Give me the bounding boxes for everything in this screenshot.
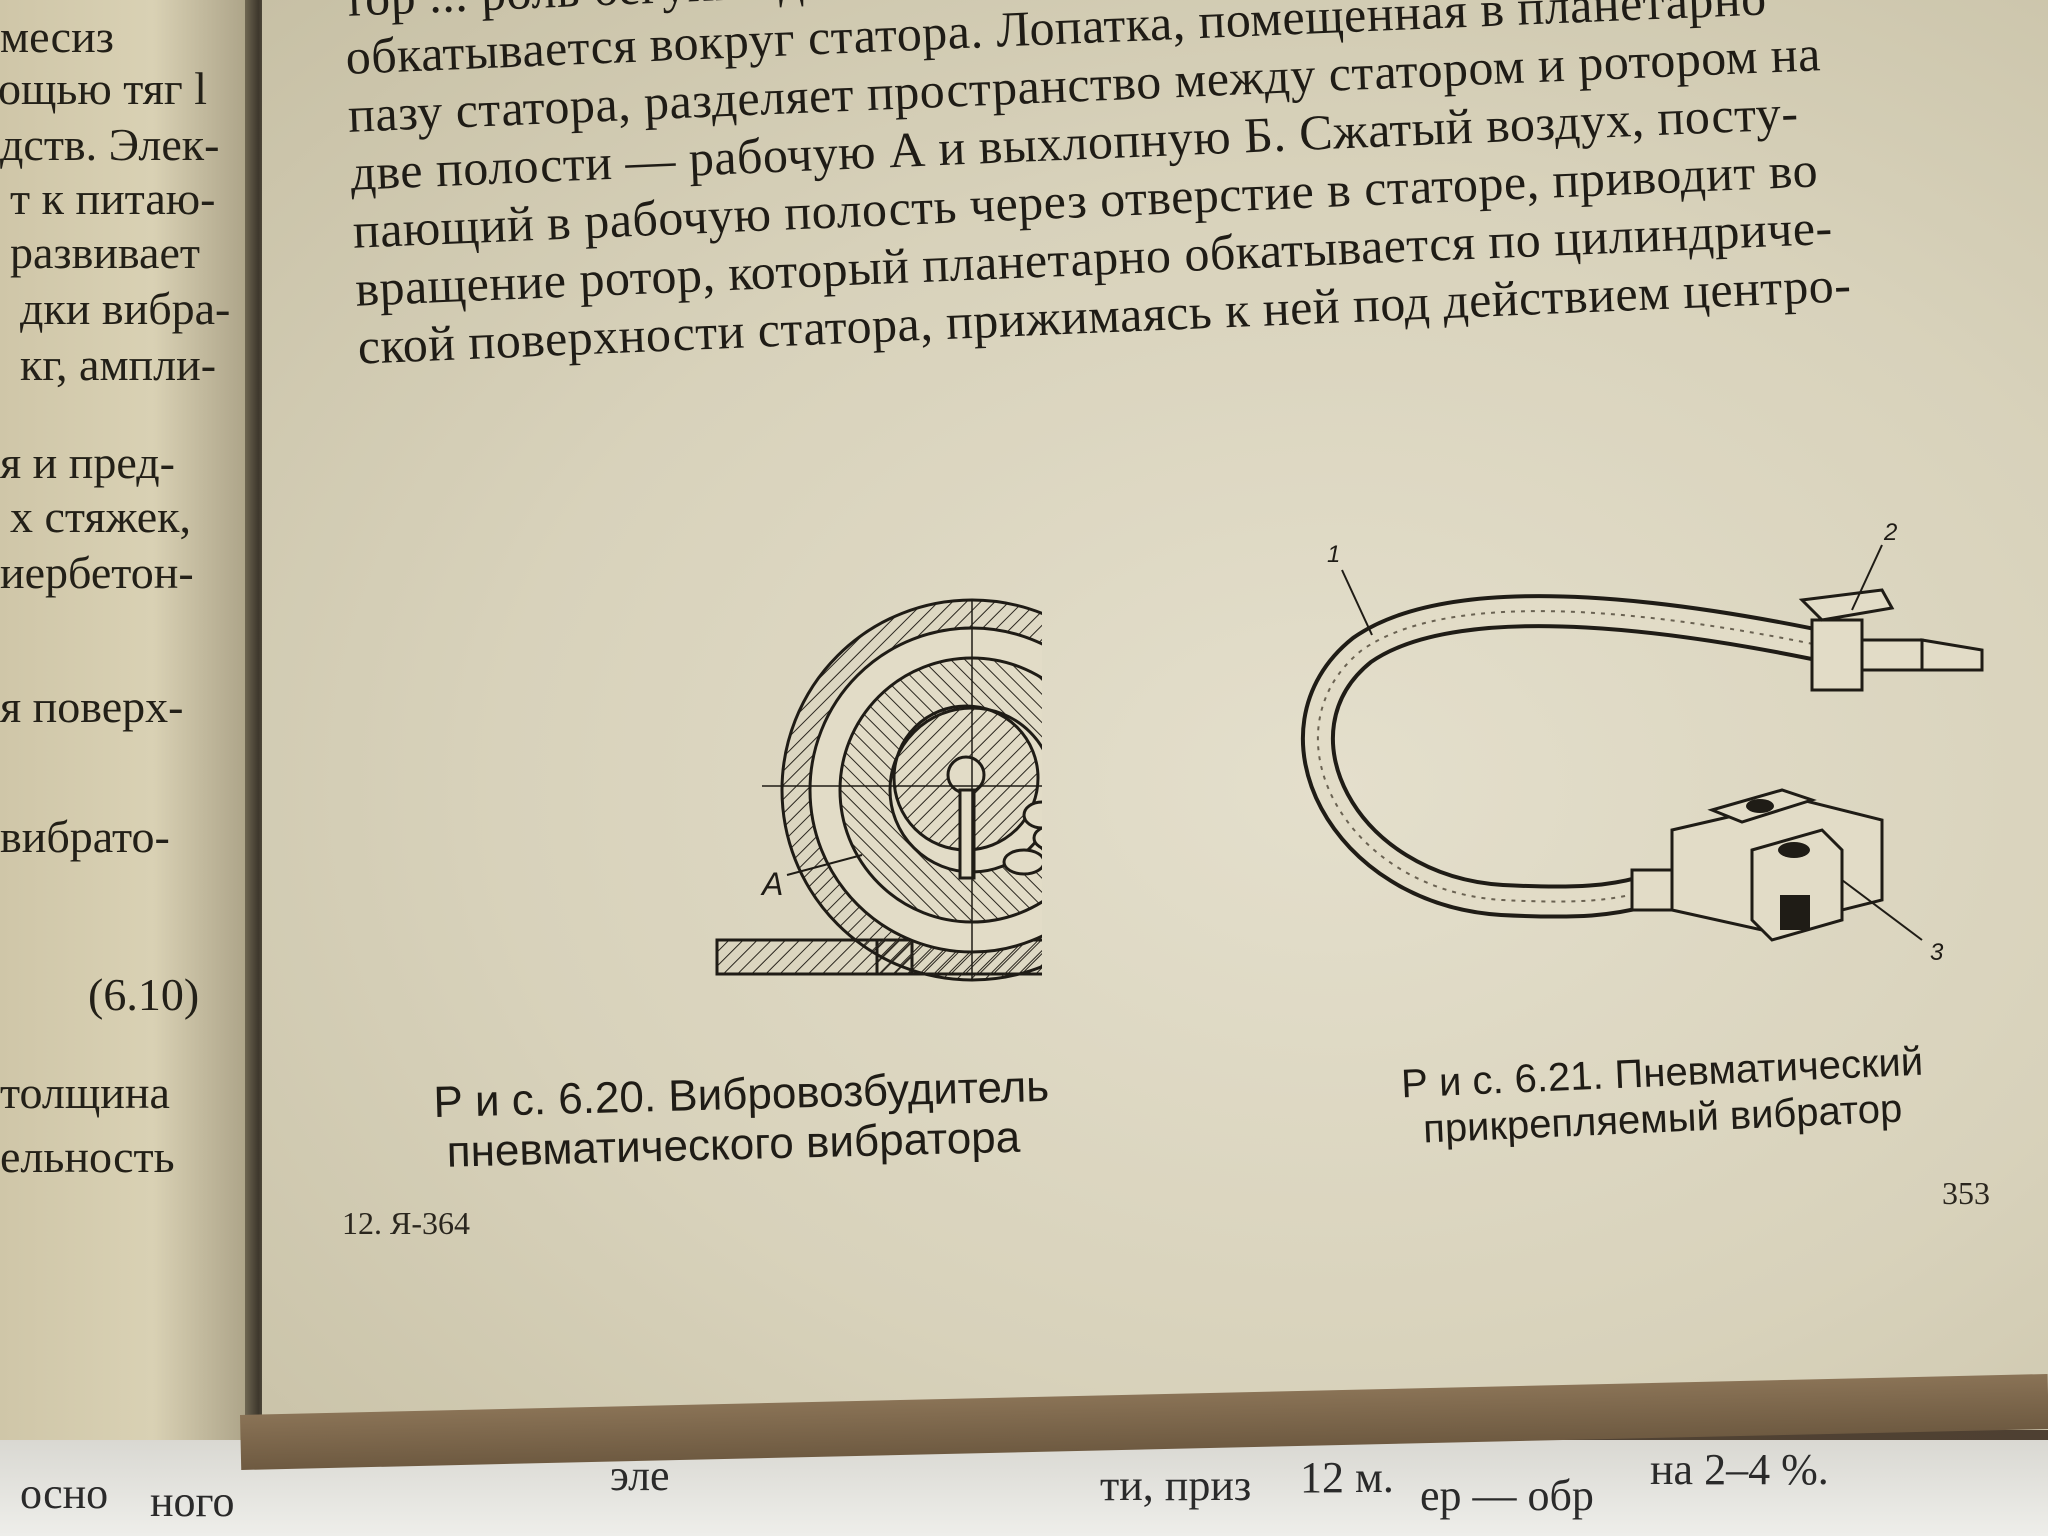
- left-line: развивает: [10, 227, 200, 278]
- left-page: месиз ощью тяг l дств. Элек- т к питаю- …: [0, 0, 255, 1450]
- paper-fragment: осно: [20, 1469, 109, 1518]
- figure-6-20-caption: Р и с. 6.20. Вибровозбудитель пневматиче…: [433, 1062, 1051, 1178]
- left-line: т к питаю-: [10, 173, 216, 224]
- paper-fragment: ти, приз: [1100, 1461, 1252, 1510]
- paper-fragment: 12 м.: [1300, 1453, 1394, 1502]
- left-line: я и пред-: [0, 437, 175, 488]
- left-line: ощью тяг l: [0, 63, 208, 114]
- right-page: тор ... роль бегунка-дебаланса и ... соб…: [262, 0, 2048, 1430]
- paper-fragment: ного: [150, 1477, 235, 1526]
- page-number: 353: [1942, 1175, 1990, 1211]
- printer-signature: 12. Я-364: [342, 1205, 470, 1241]
- figure-6-21-caption: Р и с. 6.21. Пневматический прикрепляемы…: [1400, 1039, 1926, 1154]
- paper-fragment: на 2–4 %.: [1650, 1445, 1829, 1494]
- left-line: толщина: [0, 1067, 170, 1118]
- body-text: тор ... роль бегунка-дебаланса и ... соб…: [342, 0, 1978, 376]
- left-line: х стяжек,: [10, 491, 192, 542]
- left-line: месиз: [0, 11, 114, 62]
- left-line: кг, ампли-: [20, 339, 217, 390]
- left-line: ельность: [0, 1131, 175, 1182]
- figure-6-20-drawing: 1 2 3 4 5 А Б: [442, 590, 1042, 1010]
- fig621-label-1: 1: [1327, 541, 1340, 568]
- fig620-label-A: А: [760, 866, 783, 902]
- fig621-label-3: 3: [1930, 939, 1944, 966]
- left-line: дств. Элек-: [0, 119, 220, 170]
- paper-fragment: ер — обр: [1420, 1471, 1594, 1520]
- left-line: вибрато-: [0, 811, 170, 862]
- left-line: иербетон-: [0, 547, 194, 598]
- equation-number: (6.10): [88, 969, 200, 1020]
- left-line: я поверх-: [0, 681, 184, 732]
- figure-6-21-drawing: 1 2 3: [1282, 500, 2002, 980]
- left-line: дки вибра-: [20, 283, 231, 334]
- fig621-label-2: 2: [1883, 519, 1897, 546]
